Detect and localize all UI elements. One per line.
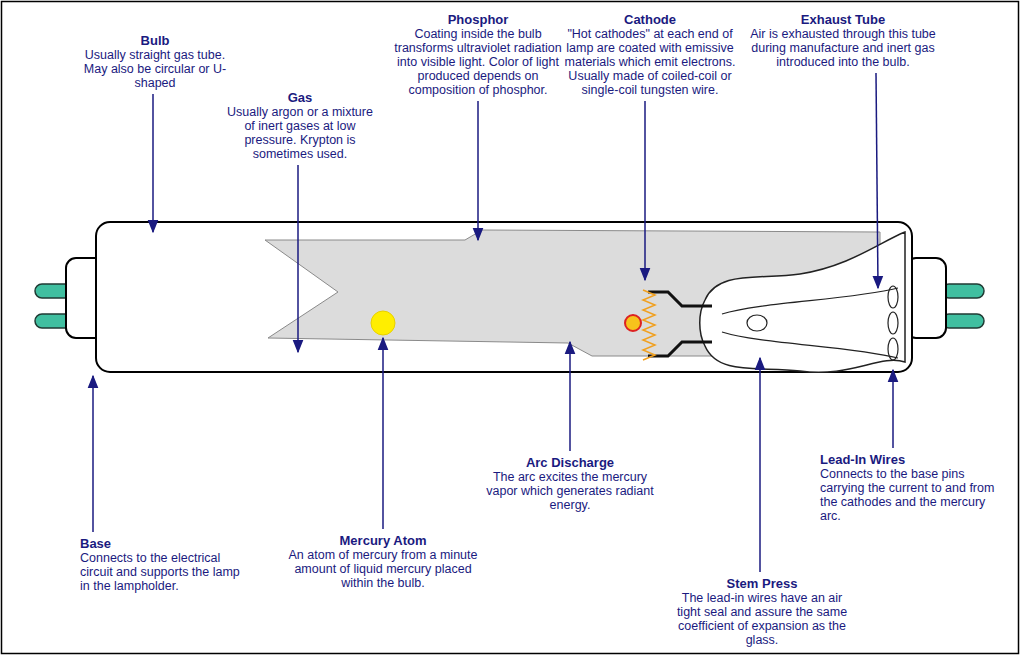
- lead-in-seal: [888, 338, 898, 360]
- callout-label: Stem PressThe lead-in wires have an air …: [673, 576, 851, 647]
- leader-arrow: [297, 165, 299, 352]
- part-name: Stem Press: [673, 576, 851, 591]
- part-description: An atom of mercury from a minute amount …: [288, 548, 478, 590]
- part-name: Bulb: [79, 33, 231, 48]
- leader-arrow: [382, 338, 384, 529]
- leader-arrow: [92, 376, 94, 532]
- part-name: Exhaust Tube: [738, 12, 948, 27]
- cathode-coil: [643, 290, 655, 360]
- leader-arrow: [644, 101, 646, 280]
- part-name: Cathode: [554, 12, 746, 27]
- leader-arrow: [759, 358, 761, 572]
- lead-in-seal: [888, 286, 898, 308]
- callout-label: BaseConnects to the electrical circuit a…: [80, 536, 242, 593]
- callout-label: Cathode"Hot cathodes" at each end of lam…: [554, 12, 746, 97]
- leader-arrow: [477, 101, 479, 240]
- callout-label: PhosphorCoating inside the bulb transfor…: [389, 12, 567, 97]
- lead-in-wire: [648, 292, 712, 356]
- part-name: Mercury Atom: [288, 533, 478, 548]
- base-pin: [942, 284, 984, 298]
- lead-in-seal: [888, 312, 898, 334]
- mercury-atom: [371, 311, 395, 335]
- leader-arrow: [569, 342, 571, 451]
- callout-label: Exhaust TubeAir is exhausted through thi…: [738, 12, 948, 69]
- callout-label: BulbUsually straight gas tube. May also …: [79, 33, 231, 90]
- part-description: The lead-in wires have an air tight seal…: [673, 591, 851, 647]
- cathode-electron: [625, 315, 641, 331]
- part-name: Arc Discharge: [478, 455, 663, 470]
- part-description: Air is exhausted through this tube durin…: [738, 27, 948, 69]
- part-description: "Hot cathodes" at each end of lamp are c…: [554, 27, 746, 97]
- exhaust-tube-end: [747, 315, 767, 331]
- callout-label: GasUsually argon or a mixture of inert g…: [223, 90, 378, 161]
- part-description: The arc excites the mercury vapor which …: [478, 470, 663, 512]
- part-name: Base: [80, 536, 242, 551]
- callout-label: Lead-In WiresConnects to the base pins c…: [820, 452, 1004, 523]
- leader-arrow: [876, 73, 878, 288]
- part-description: Connects to the base pins carrying the c…: [820, 467, 1004, 523]
- part-name: Phosphor: [389, 12, 567, 27]
- glass-bulb: [96, 222, 912, 372]
- leader-arrow: [892, 370, 894, 448]
- leader-arrow: [152, 94, 154, 232]
- exhaust-tube: [722, 288, 898, 358]
- part-name: Lead-In Wires: [820, 452, 1004, 467]
- part-description: Connects to the electrical circuit and s…: [80, 551, 242, 593]
- part-name: Gas: [223, 90, 378, 105]
- base-pin: [942, 314, 984, 328]
- stem-press: [700, 232, 905, 372]
- part-description: Usually straight gas tube. May also be c…: [79, 48, 231, 90]
- callout-label: Mercury AtomAn atom of mercury from a mi…: [288, 533, 478, 590]
- part-description: Usually argon or a mixture of inert gase…: [223, 105, 378, 161]
- part-description: Coating inside the bulb transforms ultra…: [389, 27, 567, 97]
- callout-label: Arc DischargeThe arc excites the mercury…: [478, 455, 663, 512]
